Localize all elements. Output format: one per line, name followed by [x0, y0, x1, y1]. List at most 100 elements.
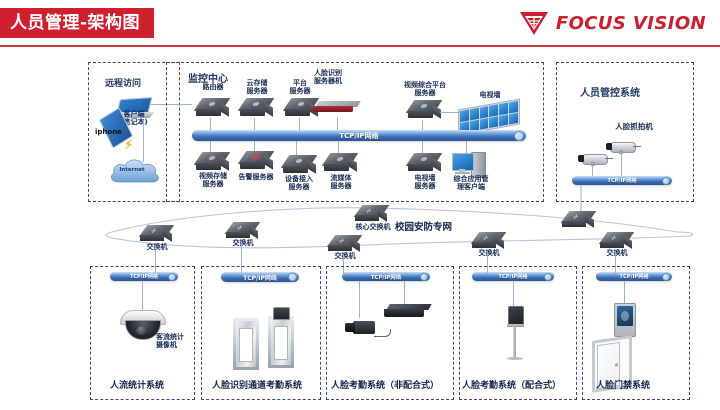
device-label-tvwall-server: 电视墙 服务器: [414, 174, 436, 190]
face-capture-camera-icon-2: [578, 152, 613, 166]
page-title: 人员管理-架构图: [0, 8, 155, 38]
tcpip-network-bar-sub-2: TCP/IP网络: [221, 272, 299, 282]
network-bar-cap-icon-sub-2: [288, 272, 297, 282]
face-terminal-stand-icon: [502, 306, 528, 362]
tcpip-network-bar-sub-1: TCP/IP网络: [110, 272, 178, 281]
device-label-sub-1: 客流统计 摄像机: [156, 333, 184, 349]
device-label-cloud-storage: 云存储 服务器: [246, 79, 268, 95]
switch-icon-3: ✛: [326, 235, 364, 255]
internet-cloud-icon: Internet: [106, 155, 159, 183]
network-bar-cap-icon-sub-5: [662, 272, 670, 281]
link-phone-cloud: [143, 120, 144, 162]
video-platform-server-icon: [405, 100, 443, 122]
subsystem-title-turnstile: 人脸识别通道考勤系统: [212, 381, 303, 391]
link-sub3-switch: [343, 267, 344, 273]
link-net-stream: [338, 141, 339, 154]
link-cloudstore-net: [254, 118, 255, 132]
tcpip-network-bar-personnel: TCP/IP网络: [572, 176, 672, 185]
device-label-platform: 平台 服务器: [289, 79, 311, 95]
subsystem-title-people-flow: 人流统计系统: [110, 381, 165, 391]
cloud-storage-server-icon: [237, 98, 275, 120]
link-net-access: [296, 141, 297, 156]
link-net-videostore: [210, 141, 211, 153]
switch-icon-4: ✛: [470, 232, 508, 252]
streaming-server-icon: [321, 153, 359, 175]
device-label-face-server: 人脸识别 服务器机: [314, 69, 342, 85]
tcpip-network-bar-main: TCP/IP网络: [192, 130, 526, 141]
router-icon: [193, 98, 231, 120]
triangle-logo-icon: [519, 10, 549, 36]
device-label-router: 路由器: [202, 83, 224, 91]
dome-camera-icon: [118, 310, 166, 340]
switch-label-3: 交换机: [334, 252, 356, 260]
subsystem-panel-turnstile: [201, 266, 321, 400]
link-router-net: [210, 118, 211, 132]
link-sub1-switch: [155, 267, 156, 273]
switch-icon-1: ✛: [138, 225, 176, 245]
link-sub3-camera: [359, 281, 360, 318]
switch-label-4: 交换机: [478, 249, 500, 257]
tcpip-network-bar-sub-5: TCP/IP网络: [596, 272, 672, 281]
link-net-alarm: [254, 141, 255, 152]
face-capture-camera-label: 人脸抓拍机: [615, 122, 653, 131]
link-videoplatform-net: [422, 120, 423, 132]
brand-logo: FOCUS VISION: [519, 10, 706, 36]
link-switch1-subsystem: [155, 245, 156, 267]
platform-server-icon: [282, 98, 320, 120]
link-sub4-switch: [487, 267, 488, 273]
header-divider: [0, 45, 720, 47]
device-label-tv-wall: 电视墙: [479, 91, 501, 99]
monitoring-center-panel: [166, 62, 544, 202]
link-sub1-camera: [142, 281, 143, 311]
wireless-bolt-icon: ⚡: [124, 138, 134, 153]
core-switch-label: 核心交换机: [355, 223, 391, 231]
personnel-control-panel: [556, 62, 694, 202]
subsystem-title-noncoop: 人脸考勤系统（非配合式）: [331, 381, 440, 391]
pc-client-icon: [452, 152, 486, 178]
client-label: 客户端 (笔记本): [120, 110, 148, 126]
switch-label-1: 交换机: [146, 243, 168, 251]
subsystem-panel-access: [582, 266, 690, 400]
subsystem-panel-coop: [459, 266, 577, 400]
link-camera2-net: [592, 166, 593, 176]
alarm-server-icon: [237, 151, 275, 173]
link-faceserver-net: [337, 117, 338, 132]
device-label-pc-client: 综合应用管 理客户端: [453, 175, 489, 191]
network-bar-cap-icon-sub-4: [544, 272, 552, 281]
turnstile-gate-icon-left: [233, 318, 259, 370]
link-sub5-switch: [615, 267, 616, 273]
link-net-tvwallserver: [422, 141, 423, 154]
network-bar-cap-icon: [514, 130, 524, 141]
network-bar-label: TCP/IP网络: [339, 131, 379, 140]
link-switch3-subsystem: [343, 254, 344, 268]
network-bar-label-personnel: TCP/IP网络: [607, 178, 637, 184]
device-label-stream: 流媒体 服务器: [330, 174, 352, 190]
link-camera1-net: [621, 154, 622, 176]
face-recognition-server-icon: [313, 101, 361, 117]
subsystem-panel-people-flow: [90, 266, 195, 400]
link-platform-net: [299, 118, 300, 132]
nvr-icon: [384, 304, 432, 320]
campus-network-label: 校园安防专网: [395, 222, 453, 233]
switch-icon-6: ✛: [598, 232, 636, 252]
device-label-access: 设备接入 服务器: [285, 175, 313, 191]
link-sub5-terminal: [624, 281, 625, 303]
subsystem-title-access: 人脸门禁系统: [596, 381, 651, 391]
iphone-label: iphone: [95, 128, 122, 136]
link-switch2-subsystem: [241, 241, 242, 267]
network-bar-cap-icon-sub-1: [168, 272, 176, 281]
tcpip-network-bar-sub-3: TCP/IP网络: [342, 272, 430, 281]
device-label-video-storage: 视频存储 服务器: [199, 172, 227, 188]
turnstile-gate-icon-right: [268, 307, 294, 368]
link-sub4-terminal: [513, 281, 514, 306]
network-bar-label-sub-2: TCP/IP网络: [243, 274, 277, 282]
switch-icon-2: ✛: [224, 222, 262, 242]
link-sub3-nvr: [404, 281, 405, 304]
box-camera-icon: [345, 318, 391, 340]
network-bar-label-sub-5: TCP/IP网络: [619, 274, 649, 280]
monitoring-center-title: 监控中心: [188, 74, 228, 85]
remote-access-panel: [88, 62, 180, 202]
switch-icon-5: ✛: [560, 211, 598, 231]
tv-wall-server-icon: [405, 153, 443, 175]
